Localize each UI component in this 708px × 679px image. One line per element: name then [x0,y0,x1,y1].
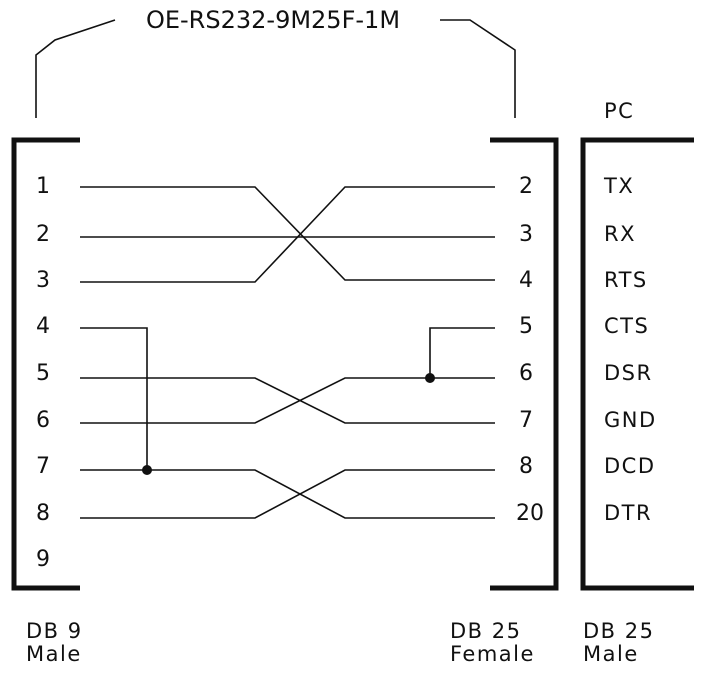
wire-5-jumper [429,327,495,378]
pc-signal: GND [604,408,657,432]
db9-pin: 5 [36,361,50,386]
db25-pin: 5 [519,314,533,339]
db9-pin: 3 [36,268,50,293]
db9-pin: 6 [36,408,50,433]
wire-7-to-20 [80,469,495,519]
pc-signal: TX [603,174,634,198]
db25-pin: 6 [519,361,533,386]
pc-signal: DSR [604,361,653,385]
title-bracket-left [35,19,116,118]
db25-female-bracket [490,137,559,591]
junction-dot-right [425,373,435,383]
db9-pin: 1 [36,174,50,199]
db25-pin: 2 [519,174,533,199]
db9-pin: 9 [36,547,50,572]
db25-pin: 8 [519,454,533,479]
wires [80,186,495,519]
db25-female-label-line1: DB 25 [450,619,521,643]
wire-4-jumper [80,327,148,470]
db25-pin: 4 [519,268,533,293]
db25-pin: 20 [516,501,544,526]
wire-1-to-4 [80,186,495,281]
db25-pin-labels: 2 3 4 5 6 7 8 20 [516,174,544,526]
wire-6-to-6 [80,377,495,424]
pc-label: PC [604,99,634,123]
pc-signal: RX [604,222,636,246]
db9-pin: 2 [36,222,50,247]
wire-3-to-2 [80,186,495,283]
pc-signal-labels: TX RX RTS CTS DSR GND DCD DTR [603,174,657,525]
db9-pin-labels: 1 2 3 4 5 6 7 8 9 [36,174,50,572]
db9-pin: 7 [36,454,50,479]
db25-male-label-line1: DB 25 [583,619,654,643]
db9-pin: 4 [36,314,50,339]
pc-signal: DTR [604,501,652,525]
connector-labels: DB 9 Male DB 25 Female DB 25 Male [26,619,654,666]
db25-pin: 3 [519,222,533,247]
db9-label-line2: Male [26,642,82,666]
db25-female-label-line2: Female [450,642,535,666]
pc-signal: RTS [604,268,648,292]
db9-bracket [11,137,80,591]
wire-8-to-8 [80,469,495,519]
db25-male-label-line2: Male [583,642,639,666]
db25-male-bracket [580,137,694,591]
title-bracket-right [440,19,516,118]
pc-signal: CTS [604,314,649,338]
junction-dot-left [142,465,152,475]
wire-5-to-7 [80,377,495,424]
cable-title: OE-RS232-9M25F-1M [146,6,400,34]
db9-label-line1: DB 9 [26,619,83,643]
db25-pin: 7 [519,408,533,433]
db9-pin: 8 [36,501,50,526]
pc-signal: DCD [604,454,656,478]
